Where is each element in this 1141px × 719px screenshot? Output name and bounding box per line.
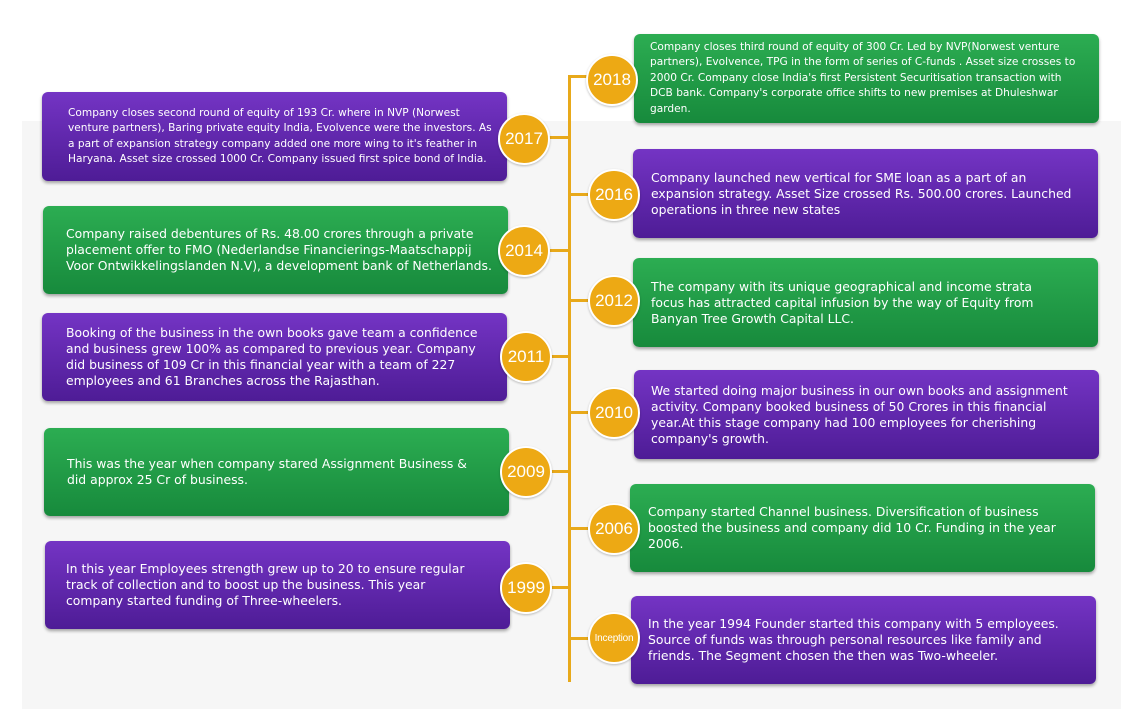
year-bubble-2012: 2012 xyxy=(588,275,640,327)
timeline-card-2012: The company with its unique geographical… xyxy=(633,258,1098,347)
year-bubble-inception: Inception xyxy=(588,612,640,664)
year-label: 2016 xyxy=(595,185,633,204)
year-label: 2006 xyxy=(595,519,633,538)
year-label: Inception xyxy=(594,632,634,644)
timeline-card-inception: In the year 1994 Founder started this co… xyxy=(631,596,1096,684)
timeline-card-text: Company started Channel business. Divers… xyxy=(648,504,1056,551)
year-label: 2014 xyxy=(505,241,543,260)
connector-2009 xyxy=(548,470,570,473)
timeline-card-2010: We started doing major business in our o… xyxy=(634,370,1099,459)
timeline-card-text: We started doing major business in our o… xyxy=(651,382,1068,446)
year-bubble-2011: 2011 xyxy=(500,331,552,383)
connector-2010 xyxy=(570,411,588,414)
timeline-card-text: Company closes third round of equity of … xyxy=(650,40,1076,115)
year-bubble-2010: 2010 xyxy=(588,387,640,439)
connector-2018 xyxy=(570,75,590,78)
timeline-card-text: Company launched new vertical for SME lo… xyxy=(651,169,1072,217)
year-bubble-2009: 2009 xyxy=(500,446,552,498)
year-bubble-2018: 2018 xyxy=(586,54,638,106)
year-label: 2017 xyxy=(505,129,543,148)
timeline-spine xyxy=(568,75,571,682)
year-label: 2012 xyxy=(595,291,633,310)
timeline-card-2006: Company started Channel business. Divers… xyxy=(630,484,1095,572)
timeline-card-text: In the year 1994 Founder started this co… xyxy=(648,616,1059,663)
year-bubble-2014: 2014 xyxy=(498,225,550,277)
connector-2012 xyxy=(570,299,588,302)
year-label: 2010 xyxy=(595,403,633,422)
connector-inception xyxy=(570,637,588,640)
timeline-card-text: The company with its unique geographical… xyxy=(651,278,1034,326)
connector-2017 xyxy=(548,136,570,139)
year-bubble-2016: 2016 xyxy=(588,169,640,221)
year-label: 1999 xyxy=(507,578,545,597)
year-bubble-2006: 2006 xyxy=(588,503,640,555)
year-label: 2009 xyxy=(507,462,545,481)
year-label: 2011 xyxy=(507,347,545,366)
year-bubble-2017: 2017 xyxy=(498,113,550,165)
connector-2014 xyxy=(548,249,570,252)
timeline-card-1999: In this year Employees strength grew up … xyxy=(45,541,510,629)
timeline-card-text: In this year Employees strength grew up … xyxy=(66,561,465,608)
timeline-card-2016: Company launched new vertical for SME lo… xyxy=(633,149,1098,238)
timeline-card-2018: Company closes third round of equity of … xyxy=(634,34,1099,123)
timeline-card-2011: Booking of the business in the own books… xyxy=(42,313,507,401)
connector-2006 xyxy=(570,527,588,530)
connector-1999 xyxy=(548,586,570,589)
connector-2011 xyxy=(548,355,570,358)
timeline-card-text: Booking of the business in the own books… xyxy=(66,325,478,388)
year-label: 2018 xyxy=(593,70,631,89)
timeline-card-2017: Company closes second round of equity of… xyxy=(42,92,507,181)
timeline-card-text: This was the year when company stared As… xyxy=(67,456,467,487)
year-bubble-1999: 1999 xyxy=(500,562,552,614)
timeline-card-text: Company raised debentures of Rs. 48.00 c… xyxy=(66,226,492,273)
timeline-card-2009: This was the year when company stared As… xyxy=(44,428,509,516)
connector-2016 xyxy=(570,193,588,196)
timeline-card-2014: Company raised debentures of Rs. 48.00 c… xyxy=(43,206,508,294)
timeline-card-text: Company closes second round of equity of… xyxy=(68,106,492,166)
